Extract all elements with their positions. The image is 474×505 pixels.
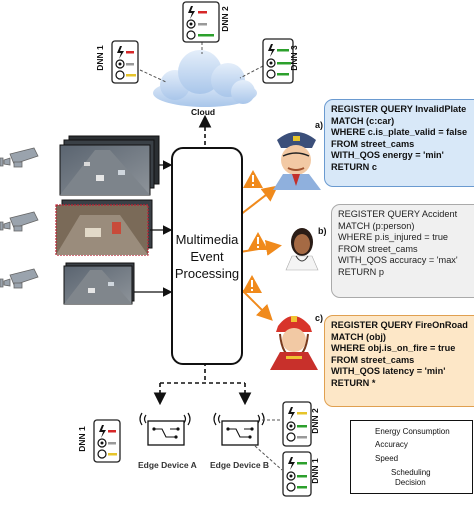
dnn1-edge-b-label: DNN 1 bbox=[309, 458, 320, 484]
mep-line-2: Event bbox=[190, 248, 224, 264]
edge-device-b-icon bbox=[213, 412, 265, 446]
query-a-line: WITH_QOS energy = 'min' bbox=[331, 150, 444, 161]
legend: Energy Consumption Accuracy Speed Schedu… bbox=[350, 420, 473, 494]
legend-decision-label: Scheduling bbox=[391, 468, 431, 477]
video-stack-3 bbox=[63, 262, 135, 305]
query-c-tag: c) bbox=[315, 313, 324, 323]
mep-to-agent-arrows bbox=[239, 185, 282, 321]
query-b-line: RETURN p bbox=[338, 266, 384, 277]
query-b-line: REGISTER QUERY Accident bbox=[338, 209, 458, 219]
dnn1-top-card bbox=[111, 40, 139, 84]
mep-to-edge-arrows bbox=[153, 362, 252, 406]
edge-device-a-icon bbox=[139, 412, 191, 446]
query-b-line: FROM street_cams bbox=[338, 243, 418, 254]
dnn2-edge-b-label: DNN 2 bbox=[309, 408, 320, 434]
warning-icon-b bbox=[248, 232, 268, 250]
legend-speed-label: Speed bbox=[375, 454, 399, 463]
dnn3-top-card bbox=[262, 38, 294, 84]
query-a-line: WHERE c.is_plate_valid = false bbox=[331, 127, 468, 138]
query-c-line: FROM street_cams bbox=[331, 354, 415, 365]
firefighter-icon bbox=[270, 316, 318, 370]
warning-icon-a bbox=[243, 170, 263, 188]
legend-accuracy-label: Accuracy bbox=[375, 440, 408, 449]
warning-icon-c bbox=[242, 275, 262, 293]
query-a-line: MATCH (c:car) bbox=[331, 115, 395, 126]
mep-line-3: Processing bbox=[174, 265, 240, 281]
nurse-icon bbox=[285, 228, 319, 271]
camera-icon-2 bbox=[0, 211, 39, 232]
dnn1-top-label: DNN 1 bbox=[94, 45, 105, 71]
video-stack-2 bbox=[55, 199, 153, 256]
query-c-box: REGISTER QUERY FireOnRoad MATCH (obj) WH… bbox=[324, 315, 474, 407]
query-c-line: REGISTER QUERY FireOnRoad bbox=[331, 320, 468, 330]
query-a-line: FROM street_cams bbox=[331, 138, 415, 149]
mep-box: Multimedia Event Processing bbox=[171, 147, 243, 365]
query-b-line: MATCH (p:person) bbox=[338, 220, 415, 231]
legend-energy-label: Energy Consumption bbox=[375, 427, 450, 436]
edge-device-a-label: Edge Device A bbox=[138, 460, 197, 470]
query-c-line: RETURN * bbox=[331, 377, 376, 388]
query-b-box: REGISTER QUERY Accident MATCH (p:person)… bbox=[331, 204, 474, 298]
dnn2-edge-b-card bbox=[282, 401, 312, 447]
dnn1-edge-a-card bbox=[93, 419, 121, 463]
query-a-line: RETURN c bbox=[331, 161, 377, 172]
query-c-line: MATCH (obj) bbox=[331, 331, 386, 342]
cloud-label: Cloud bbox=[191, 107, 216, 117]
edge-b-dnn-links bbox=[254, 419, 283, 471]
camera-icon-1 bbox=[0, 147, 39, 168]
video-to-mep-arrows bbox=[134, 160, 173, 297]
dnn2-top-label: DNN 2 bbox=[219, 6, 230, 32]
dnn1-edge-a-label: DNN 1 bbox=[76, 426, 87, 452]
query-a-box: REGISTER QUERY InvalidPlate MATCH (c:car… bbox=[324, 99, 474, 187]
mep-line-1: Multimedia bbox=[175, 231, 239, 247]
police-officer-icon bbox=[273, 132, 321, 190]
camera-icon-3 bbox=[0, 268, 39, 289]
dnn2-top-card bbox=[182, 1, 220, 43]
dnn3-top-label: DNN 3 bbox=[288, 45, 299, 71]
dnn-cloud-links bbox=[139, 42, 264, 83]
query-c-line: WHERE obj.is_on_fire = true bbox=[331, 343, 456, 354]
dnn1-edge-b-card bbox=[282, 451, 312, 497]
query-b-line: WITH_QOS accuracy = 'max' bbox=[338, 255, 458, 266]
query-c-line: WITH_QOS latency = 'min' bbox=[331, 366, 446, 377]
query-b-tag: b) bbox=[318, 226, 327, 236]
video-stack-1 bbox=[59, 135, 160, 196]
query-a-tag: a) bbox=[315, 120, 324, 130]
edge-device-b-label: Edge Device B bbox=[210, 460, 270, 470]
cloud-shape bbox=[153, 50, 257, 107]
legend-decision-label-2: Decision bbox=[395, 478, 426, 487]
query-a-line: REGISTER QUERY InvalidPlate bbox=[331, 104, 467, 114]
query-b-line: WHERE p.is_injured = true bbox=[338, 232, 449, 243]
